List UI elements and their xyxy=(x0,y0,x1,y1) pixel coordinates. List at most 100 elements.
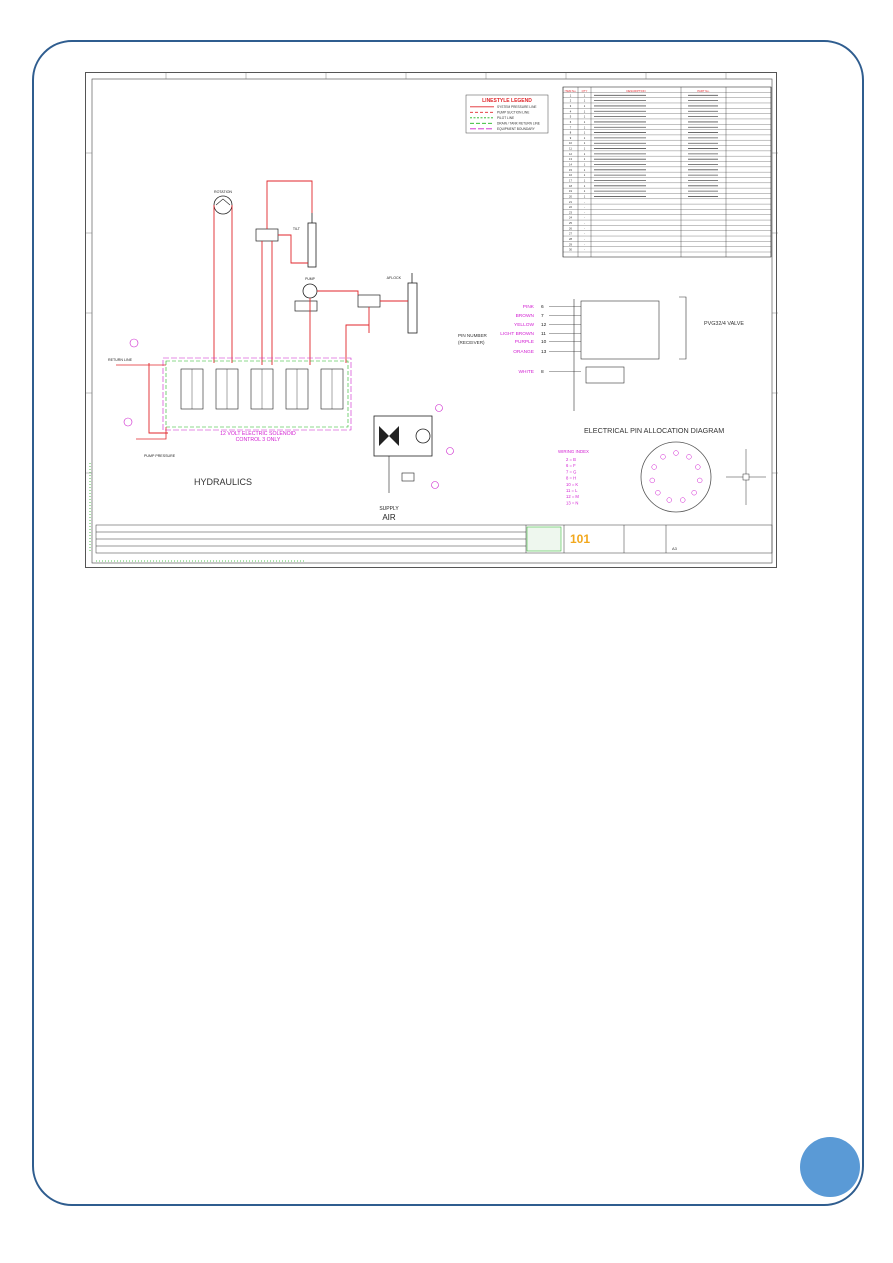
parts-item-qty: 1 xyxy=(584,189,586,193)
wiring-index-item: 12 = M xyxy=(566,494,579,499)
parts-item-qty: 1 xyxy=(584,157,586,161)
valve-label: PVG32/4 VALVE xyxy=(704,321,744,327)
connector-pin xyxy=(680,497,686,503)
valve-bank xyxy=(162,357,352,431)
pressure-lines xyxy=(148,180,408,434)
parts-item-qty: 1 xyxy=(584,99,586,103)
title-block xyxy=(95,524,773,554)
linestyle-legend: LINESTYLE LEGEND SYSTEM PRESSURE LINEPUM… xyxy=(465,94,549,134)
parts-item-qty: 1 xyxy=(584,184,586,188)
tilt-cylinder: TILT xyxy=(293,213,317,268)
wiring-index-item: 6 = F xyxy=(566,463,576,468)
connector-diagram xyxy=(640,441,766,513)
wiring-index-title: WIRING INDEX xyxy=(558,449,589,454)
parts-item-number: 9 xyxy=(570,136,572,140)
pin-number: 13 xyxy=(541,349,547,355)
pin-color-label: ORANGE xyxy=(513,349,534,355)
schematic-svg: LINESTYLE LEGEND SYSTEM PRESSURE LINEPUM… xyxy=(86,73,778,564)
wiring-index-item: 13 = N xyxy=(566,500,578,505)
connector-pin xyxy=(660,454,666,460)
tilt-label: TILT xyxy=(293,227,301,231)
supply-label: SUPPLY xyxy=(379,506,399,512)
parts-item-qty: 1 xyxy=(584,141,586,145)
parts-item-qty: 1 xyxy=(584,120,586,124)
parts-table-header: PART No. xyxy=(697,89,710,93)
pin-diagram-title: ELECTRICAL PIN ALLOCATION DIAGRAM xyxy=(584,426,724,435)
pin-number: 11 xyxy=(541,331,546,337)
drawing-inner-border xyxy=(91,78,773,564)
parts-item-qty: 1 xyxy=(584,115,586,119)
pump-pressure-label: PUMP PRESSURE xyxy=(144,454,176,458)
wiring-index-item: 2 = B xyxy=(566,457,576,462)
parts-item-qty: 1 xyxy=(584,163,586,167)
parts-item-number: 2 xyxy=(570,99,572,103)
parts-item-number: 25 xyxy=(569,221,572,225)
parts-item-qty: - xyxy=(584,201,585,204)
parts-item-qty: - xyxy=(584,227,585,230)
parts-item-qty: - xyxy=(584,238,585,241)
parts-item-number: 5 xyxy=(570,115,572,119)
pin-number: 7 xyxy=(541,313,544,319)
parts-item-number: 27 xyxy=(569,232,572,236)
solenoid-label-1: 12 VOLT ELECTRIC SOLENOID xyxy=(220,431,296,437)
wiring-index: WIRING INDEX 2 = B6 = F7 = G8 = H10 = K1… xyxy=(558,449,589,505)
parts-item-number: 11 xyxy=(569,147,572,151)
connector-pin xyxy=(673,450,679,456)
legend-item-label: EQUIPMENT BOUNDARY xyxy=(497,127,536,131)
connector-pin xyxy=(695,464,701,470)
parts-item-qty: - xyxy=(584,211,585,214)
page-number-badge xyxy=(800,1137,860,1197)
parts-item-qty: - xyxy=(584,217,585,220)
connector-pin xyxy=(649,477,655,484)
parts-item-qty: 1 xyxy=(584,136,586,140)
connector-pin xyxy=(691,490,697,496)
wiring-index-item: 8 = H xyxy=(566,476,576,481)
legend-item-label: SYSTEM PRESSURE LINE xyxy=(497,105,537,109)
pin-number: 6 xyxy=(541,304,544,310)
connector-pin xyxy=(697,477,703,484)
parts-item-number: 10 xyxy=(569,141,572,145)
pin-number-label-1: PIN NUMBER xyxy=(458,333,488,338)
parts-item-qty: - xyxy=(584,243,585,246)
valve-coil-boxes xyxy=(573,296,687,411)
parts-item-qty: 1 xyxy=(584,125,586,129)
pin-color-label: BROWN xyxy=(516,313,535,319)
parts-item-qty: - xyxy=(584,222,585,225)
parts-item-number: 1 xyxy=(570,93,572,97)
return-line-label: RETURN LINE xyxy=(108,358,133,362)
parts-item-qty: - xyxy=(584,233,585,236)
pin-number: 10 xyxy=(541,339,547,345)
pump-symbol: PUMP xyxy=(302,277,318,299)
wiring-index-item: 10 = K xyxy=(566,482,578,487)
pin-color-label: WHITE xyxy=(519,369,534,375)
solenoid-label-2: CONTROL 3 ONLY xyxy=(236,437,281,443)
pin-color-label: PURPLE xyxy=(515,339,534,345)
connector-pin xyxy=(655,490,661,496)
parts-item-number: 20 xyxy=(569,194,572,198)
valve-blocks xyxy=(255,228,381,312)
parts-item-number: 21 xyxy=(569,200,572,204)
parts-item-number: 22 xyxy=(569,205,572,209)
wiring-index-item: 7 = G xyxy=(566,469,576,474)
rotation-label: ROTATION xyxy=(214,190,232,194)
pin-color-label: LIGHT BROWN xyxy=(500,331,534,337)
parts-item-qty: 1 xyxy=(584,109,586,113)
parts-item-qty: 1 xyxy=(584,194,586,198)
wiring-index-item: 11 = L xyxy=(566,488,578,493)
left-grid-strip xyxy=(89,463,306,562)
parts-item-number: 29 xyxy=(569,242,572,246)
pin-color-label: PINK xyxy=(523,304,535,310)
aflock-label: AFLOCK xyxy=(387,276,402,280)
hydraulics-title: HYDRAULICS xyxy=(194,477,252,487)
parts-item-number: 17 xyxy=(569,178,572,182)
aflock-cylinder: AFLOCK xyxy=(387,273,418,334)
parts-item-number: 13 xyxy=(569,157,572,161)
legend-item-label: PILOT LINE xyxy=(497,116,514,120)
parts-item-number: 4 xyxy=(570,109,572,113)
parts-item-number: 12 xyxy=(569,152,572,156)
parts-table-header: DESCRIPTION xyxy=(626,89,645,93)
pin-number: 12 xyxy=(541,322,547,328)
